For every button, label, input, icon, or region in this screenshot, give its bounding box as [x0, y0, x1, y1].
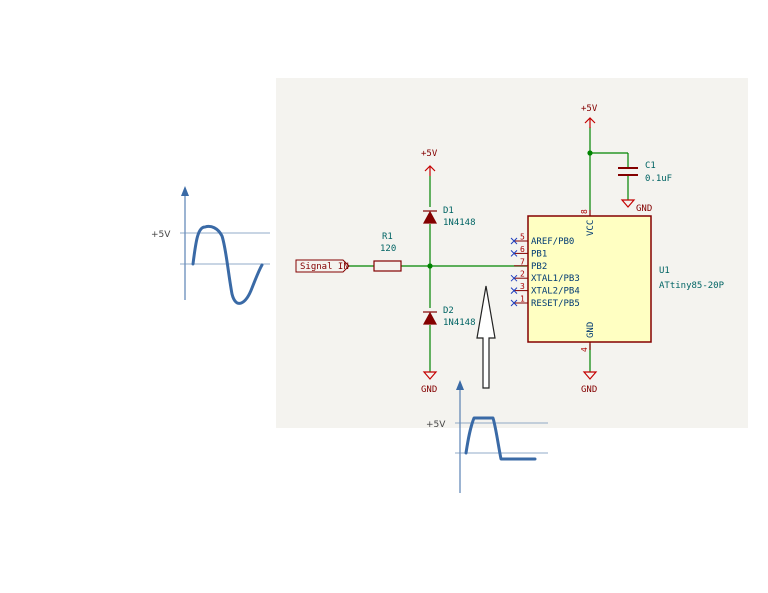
- u1-gnd-pin-name: GND: [586, 322, 596, 338]
- u1-gnd-pin-number: 4: [580, 347, 589, 352]
- u1-vcc-pin-number: 8: [580, 209, 589, 214]
- gnd-label: GND: [581, 385, 597, 395]
- no-connect-marker: [510, 299, 518, 307]
- gnd-symbol: [422, 371, 438, 380]
- input-plot-5v-label: +5V: [151, 230, 171, 240]
- u1-value: ATtiny85-20P: [659, 281, 725, 291]
- no-connect-marker: [510, 250, 518, 257]
- u1-pin-number: 6: [520, 245, 525, 254]
- power-5v-symbol: [584, 117, 596, 128]
- u1-ref: U1: [659, 266, 670, 276]
- input-plot-axis-arrow: [181, 186, 189, 196]
- power-5v-symbol: [424, 165, 436, 176]
- output-plot-axis-arrow: [456, 380, 464, 390]
- diode-d2: [422, 311, 438, 325]
- u1-pin-name: PB2: [531, 262, 547, 272]
- gnd-symbol: [620, 199, 636, 208]
- gnd-symbol: [582, 371, 598, 380]
- u1-pin-name: AREF/PB0: [531, 237, 574, 247]
- signal-in-label: Signal IN: [300, 262, 349, 272]
- input-plot: +5V: [151, 186, 270, 305]
- gnd-label: GND: [636, 204, 652, 214]
- junction-dot: [587, 150, 593, 156]
- c1-value: 0.1uF: [645, 174, 672, 184]
- u1-pin-name: RESET/PB5: [531, 299, 580, 309]
- d2-value: 1N4148: [443, 318, 476, 328]
- diode-d1: [422, 210, 438, 224]
- junction-dot: [427, 263, 433, 269]
- u1-pin-name: XTAL2/PB4: [531, 287, 580, 297]
- output-plot-5v-label: +5V: [426, 420, 446, 430]
- no-connect-marker: [510, 274, 518, 282]
- u1-pin-number: 2: [520, 270, 525, 279]
- no-connect-marker: [510, 287, 518, 294]
- r1-ref: R1: [382, 232, 393, 242]
- u1-pin-name: PB1: [531, 249, 547, 259]
- u1-pin-number: 3: [520, 282, 525, 291]
- c1-ref: C1: [645, 161, 656, 171]
- d1-value: 1N4148: [443, 218, 476, 228]
- capacitor-c1: [618, 167, 638, 176]
- u1-pin-number: 7: [520, 257, 525, 266]
- u1-pin-name: XTAL1/PB3: [531, 274, 580, 284]
- ic-u1-body: [527, 215, 652, 343]
- output-clipped-wave: [464, 416, 537, 461]
- d1-ref: D1: [443, 206, 454, 216]
- power-5v-label: +5V: [581, 104, 598, 114]
- power-5v-label: +5V: [421, 149, 438, 159]
- output-plot: +5V: [426, 380, 548, 493]
- u1-pin-number: 5: [520, 233, 525, 242]
- signal-in-label-shape: [295, 259, 350, 273]
- u1-vcc-pin-name: VCC: [586, 220, 596, 236]
- d2-ref: D2: [443, 306, 454, 316]
- resistor-r1: [373, 260, 402, 272]
- u1-pin-number: 1: [520, 295, 525, 304]
- node-pointer-arrow: [476, 285, 496, 389]
- input-sine-wave: [191, 224, 264, 305]
- schematic-sheet: [276, 78, 748, 428]
- no-connect-marker: [510, 237, 518, 245]
- gnd-label: GND: [421, 385, 437, 395]
- r1-value: 120: [380, 244, 396, 254]
